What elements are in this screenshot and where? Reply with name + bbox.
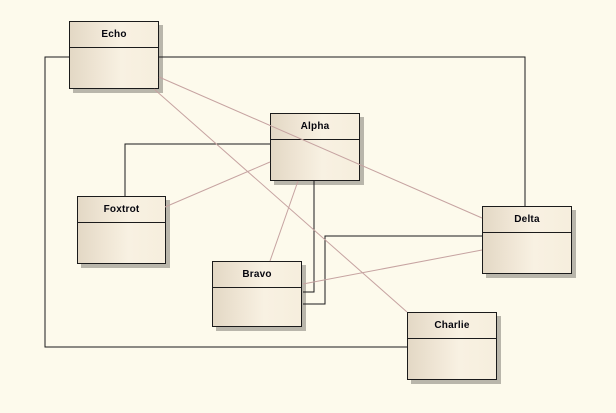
- node-alpha-body-compartment: [271, 140, 359, 180]
- node-bravo-title-compartment: Bravo: [213, 262, 301, 288]
- node-bravo[interactable]: Bravo: [212, 261, 302, 327]
- node-delta-body-compartment: [483, 233, 571, 273]
- node-foxtrot-title-compartment: Foxtrot: [78, 197, 165, 223]
- node-label: Foxtrot: [103, 204, 140, 215]
- node-charlie[interactable]: Charlie: [407, 312, 497, 380]
- node-echo-body-compartment: [70, 48, 158, 88]
- node-label: Delta: [514, 214, 540, 225]
- node-charlie-title-compartment: Charlie: [408, 313, 496, 339]
- node-label: Bravo: [242, 269, 272, 280]
- connector-echo-delta-direct[interactable]: [158, 76, 483, 219]
- node-alpha[interactable]: Alpha: [270, 113, 360, 181]
- node-bravo-body-compartment: [213, 288, 301, 326]
- node-delta-title-compartment: Delta: [483, 207, 571, 233]
- node-label: Echo: [101, 29, 127, 40]
- node-charlie-body-compartment: [408, 339, 496, 379]
- connector-delta-bravo-orthogonal[interactable]: [303, 235, 482, 305]
- node-echo[interactable]: Echo: [69, 21, 159, 89]
- node-label: Charlie: [434, 320, 470, 331]
- connector-foxtrot-alpha-direct[interactable]: [164, 161, 271, 208]
- connector-alpha-bravo-direct[interactable]: [269, 180, 299, 262]
- connector-echo-charlie-direct[interactable]: [153, 88, 408, 313]
- node-foxtrot[interactable]: Foxtrot: [77, 196, 166, 264]
- node-delta[interactable]: Delta: [482, 206, 572, 274]
- node-echo-title-compartment: Echo: [70, 22, 158, 48]
- connector-echo-delta-orthogonal[interactable]: [159, 56, 526, 206]
- node-foxtrot-body-compartment: [78, 223, 165, 263]
- connector-echo-charlie-orthogonal[interactable]: [44, 56, 407, 348]
- connector-alpha-foxtrot-orthogonal[interactable]: [124, 143, 270, 196]
- node-label: Alpha: [300, 121, 330, 132]
- connector-alpha-bravo-orthogonal[interactable]: [303, 181, 315, 293]
- connector-bravo-delta-direct[interactable]: [302, 249, 483, 285]
- node-alpha-title-compartment: Alpha: [271, 114, 359, 140]
